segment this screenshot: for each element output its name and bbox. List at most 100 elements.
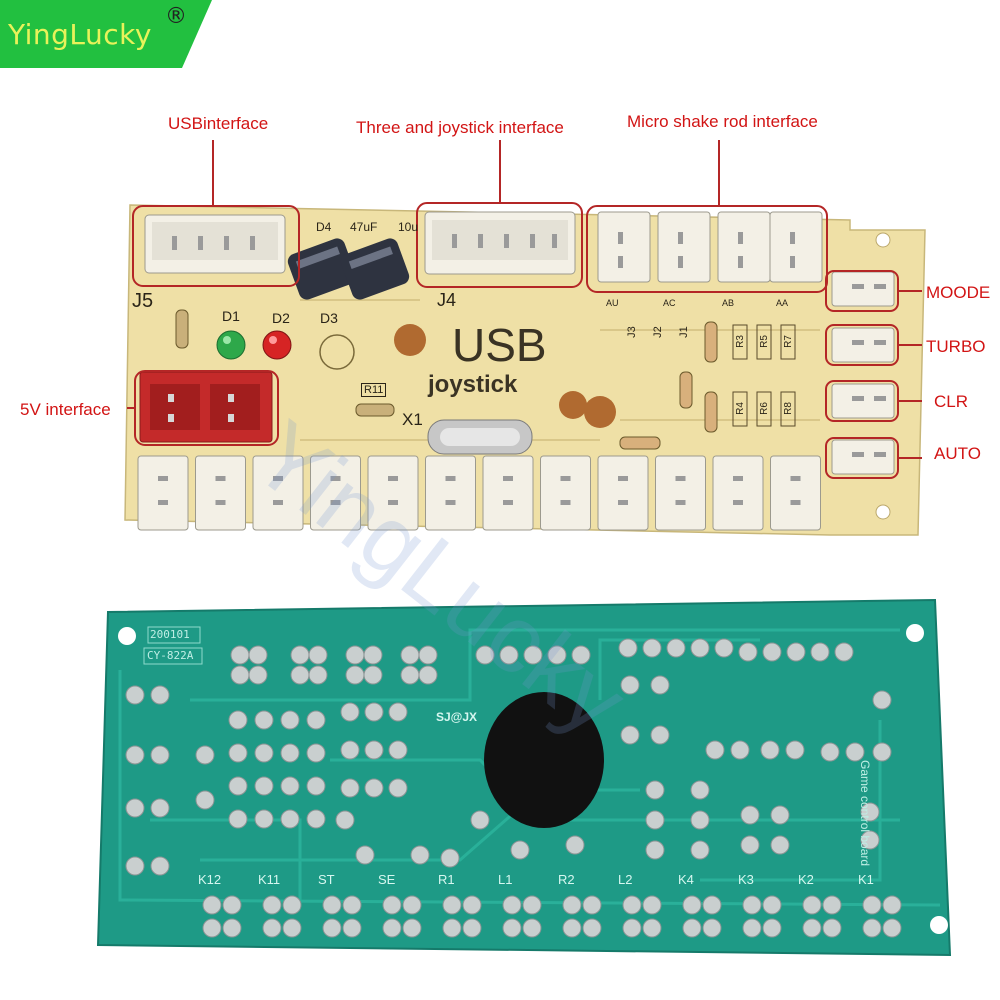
- solder-pad: [382, 895, 402, 915]
- label-r7: R7: [782, 335, 794, 348]
- solder-pad: [248, 665, 268, 685]
- solder-pad: [582, 918, 602, 938]
- solder-pad: [280, 710, 300, 730]
- solder-pad: [228, 710, 248, 730]
- solder-pad: [499, 645, 519, 665]
- solder-pads: [125, 638, 902, 938]
- solder-pad: [862, 918, 882, 938]
- solder-pad: [762, 642, 782, 662]
- solder-pad: [345, 665, 365, 685]
- solder-pad: [345, 645, 365, 665]
- solder-pad: [547, 645, 567, 665]
- solder-pad: [442, 918, 462, 938]
- solder-pad: [340, 778, 360, 798]
- solder-pad: [402, 918, 422, 938]
- solder-pad: [262, 918, 282, 938]
- solder-pad: [822, 895, 842, 915]
- chip-blob: [484, 692, 604, 828]
- connector-pin: [560, 476, 571, 481]
- solder-pad: [762, 918, 782, 938]
- solder-pad: [400, 645, 420, 665]
- solder-pad: [618, 638, 638, 658]
- solder-pad: [363, 645, 383, 665]
- connector-pin: [790, 500, 801, 505]
- solder-pad: [642, 895, 662, 915]
- solder-pad: [202, 895, 222, 915]
- solder-pad: [802, 918, 822, 938]
- solder-pad: [442, 895, 462, 915]
- solder-pad: [760, 740, 780, 760]
- callout-auto: AUTO: [934, 444, 981, 463]
- label-j4: J4: [437, 290, 457, 310]
- solder-pad: [222, 918, 242, 938]
- callout-5v-interface: 5V interface: [20, 400, 111, 419]
- button-connector: [367, 455, 419, 531]
- solder-pad: [522, 918, 542, 938]
- pin-label: K1: [858, 872, 874, 887]
- solder-pad: [340, 740, 360, 760]
- usb-connector-j5: [144, 214, 286, 274]
- board-title-joystick: joystick: [428, 371, 518, 398]
- solder-pad: [308, 665, 328, 685]
- pin-label: K2: [798, 872, 814, 887]
- solder-pad: [202, 918, 222, 938]
- solder-pad: [306, 809, 326, 829]
- label-r4: R4: [734, 402, 746, 415]
- solder-pad: [282, 895, 302, 915]
- solder-pad: [810, 642, 830, 662]
- connector-pin: [503, 476, 513, 481]
- solder-pad: [470, 810, 490, 830]
- solder-pad: [860, 830, 880, 850]
- solder-pad: [222, 895, 242, 915]
- label-aa: AA: [776, 298, 789, 308]
- solder-pad: [306, 776, 326, 796]
- solder-pad: [562, 918, 582, 938]
- label-ab: AB: [722, 298, 735, 308]
- connector-pin: [618, 476, 628, 481]
- solder-pad: [740, 805, 760, 825]
- solder-pad: [645, 780, 665, 800]
- connector-pin: [158, 476, 168, 481]
- label-j2: J2: [651, 326, 664, 338]
- solder-pad: [785, 740, 805, 760]
- pin-label: ST: [318, 872, 335, 887]
- board-title-usb: USB: [452, 319, 547, 371]
- solder-pad: [702, 895, 722, 915]
- pin-label: K11: [258, 872, 281, 887]
- label-maker-mark: SJ@JX: [436, 710, 478, 724]
- solder-pad: [125, 685, 145, 705]
- label-r5: R5: [758, 335, 770, 348]
- solder-pad: [862, 895, 882, 915]
- solder-pad: [364, 702, 384, 722]
- button-connector: [310, 455, 361, 531]
- solder-pad: [125, 798, 145, 818]
- connector-pin: [733, 500, 743, 505]
- solder-pad: [306, 710, 326, 730]
- solder-pad: [230, 665, 250, 685]
- solder-pad: [388, 740, 408, 760]
- connector-pin: [158, 500, 168, 505]
- solder-pad: [125, 745, 145, 765]
- solder-pad: [740, 835, 760, 855]
- solder-pad: [306, 743, 326, 763]
- solder-pad: [342, 895, 362, 915]
- button-connector: [425, 455, 476, 531]
- pin-label: K3: [738, 872, 754, 887]
- solder-pad: [248, 645, 268, 665]
- button-connector-row: [137, 455, 821, 531]
- solder-pad: [355, 845, 375, 865]
- solder-pad: [872, 742, 892, 762]
- logo-badge: [0, 0, 212, 68]
- solder-pad: [650, 725, 670, 745]
- callout-joystick-interface: Three and joystick interface: [356, 118, 564, 137]
- solder-pad: [714, 638, 734, 658]
- power-connector-5v: [139, 371, 273, 443]
- connector-pin: [330, 476, 341, 481]
- label-r8: R8: [782, 402, 794, 415]
- solder-pad: [645, 840, 665, 860]
- mode-connectors: [831, 271, 895, 475]
- solder-pad: [388, 702, 408, 722]
- solder-pad: [786, 642, 806, 662]
- solder-pad: [565, 835, 585, 855]
